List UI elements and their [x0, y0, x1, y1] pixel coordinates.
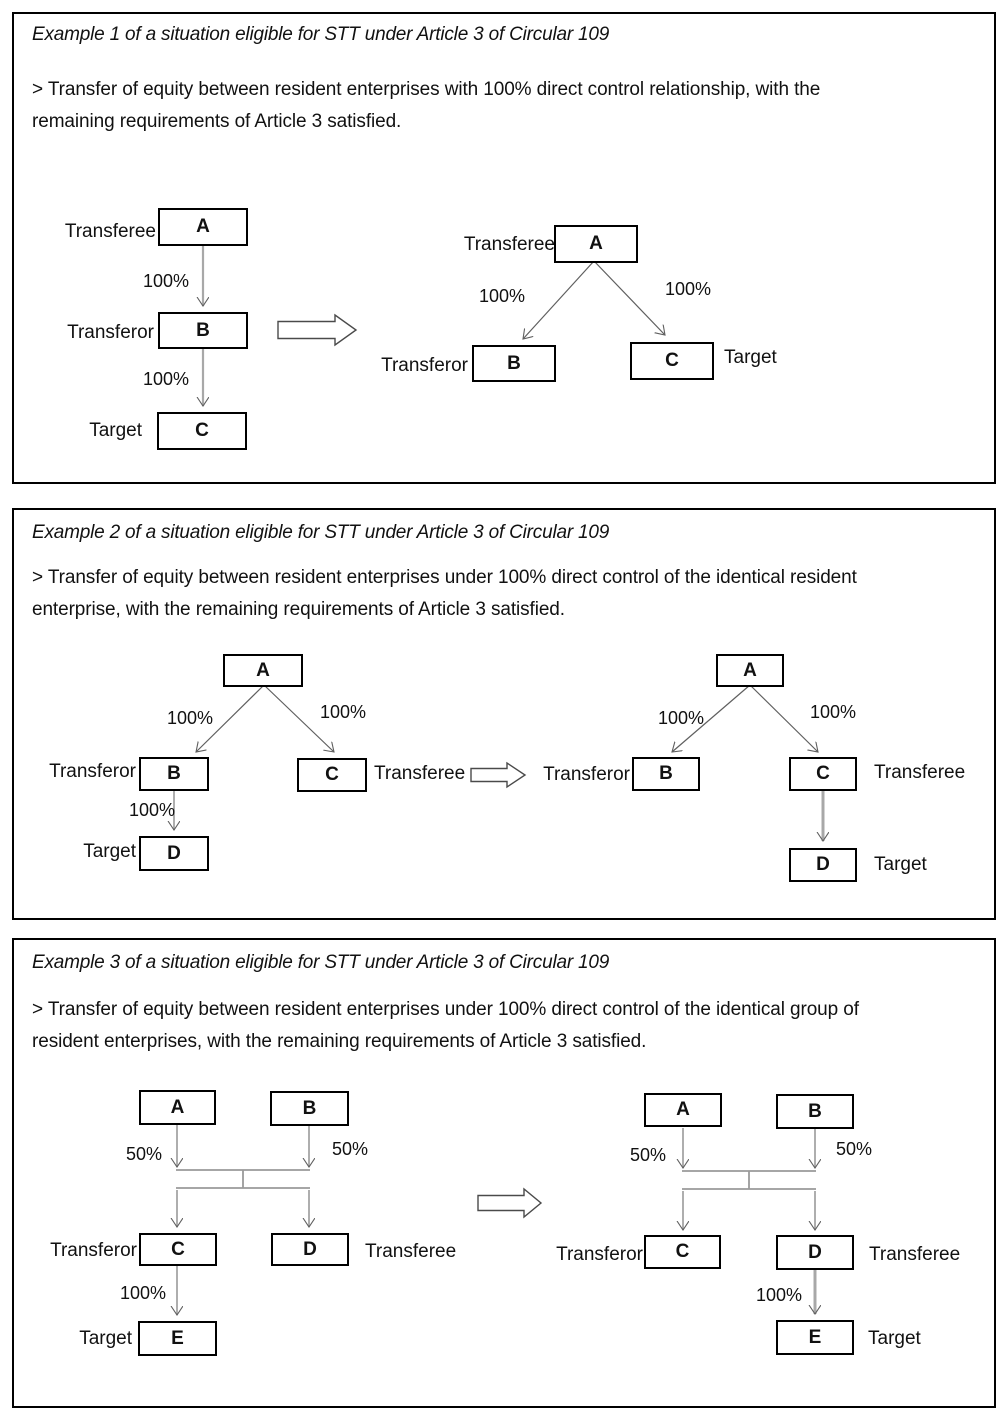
node-box-c: C — [789, 757, 857, 791]
role-label-transferor: Transferor — [381, 355, 468, 376]
example-1-panel: Example 1 of a situation eligible for ST… — [12, 12, 996, 484]
example-title: Example 1 of a situation eligible for ST… — [32, 24, 610, 45]
node-box-e: E — [776, 1320, 854, 1355]
role-label-transferee: Transferee — [463, 234, 555, 255]
example-3-panel: Example 3 of a situation eligible for ST… — [12, 938, 996, 1408]
node-box-d: D — [271, 1233, 349, 1266]
arrow-a-to-c-after — [593, 260, 665, 335]
role-label-target: Target — [89, 420, 142, 441]
node-box-d: D — [139, 836, 209, 871]
node-box-a: A — [158, 208, 248, 246]
role-label-transferor: Transferor — [49, 761, 136, 782]
node-box-b: B — [158, 312, 248, 349]
node-box-c: C — [139, 1233, 217, 1266]
arrow-a-to-b-after — [523, 260, 595, 339]
role-label-transferor: Transferor — [543, 764, 630, 785]
node-box-b: B — [139, 757, 209, 791]
ownership-pct-a-b: 100% — [657, 708, 705, 728]
example-title: Example 3 of a situation eligible for ST… — [32, 952, 610, 973]
role-label-transferor: Transferor — [50, 1240, 137, 1261]
role-label-transferee: Transferee — [365, 1241, 457, 1262]
role-label-target: Target — [79, 1328, 132, 1349]
transform-arrow-icon — [477, 1187, 543, 1219]
node-box-a: A — [644, 1093, 722, 1127]
node-box-a: A — [139, 1090, 216, 1125]
node-box-c: C — [297, 758, 367, 792]
node-box-c: C — [630, 342, 714, 380]
node-box-c: C — [644, 1235, 721, 1269]
role-label-target: Target — [868, 1328, 921, 1349]
role-label-transferee: Transferee — [64, 221, 156, 242]
node-box-a: A — [554, 225, 638, 263]
ownership-pct-a-b: 100% — [478, 286, 526, 306]
example-description: > Transfer of equity between resident en… — [32, 999, 859, 1052]
node-box-b: B — [472, 345, 556, 382]
node-box-a: A — [716, 654, 784, 687]
role-label-transferee: Transferee — [869, 1244, 961, 1265]
ownership-pct-c-e: 100% — [119, 1283, 167, 1303]
node-box-e: E — [138, 1321, 217, 1356]
example-description: > Transfer of equity between resident en… — [32, 79, 821, 132]
node-box-b: B — [632, 757, 700, 791]
node-box-b: B — [270, 1091, 349, 1126]
ownership-pct-a-b: 100% — [142, 271, 190, 291]
example-2-panel: Example 2 of a situation eligible for ST… — [12, 508, 996, 920]
role-label-transferor: Transferor — [67, 322, 154, 343]
ownership-pct-a: 50% — [629, 1145, 667, 1165]
node-box-c: C — [157, 412, 247, 450]
ownership-pct-a-b: 100% — [166, 708, 214, 728]
role-label-transferee: Transferee — [374, 763, 466, 784]
node-box-d: D — [789, 848, 857, 882]
ownership-pct-a-c: 100% — [664, 279, 712, 299]
role-label-target: Target — [83, 841, 136, 862]
role-label-transferee: Transferee — [874, 762, 966, 783]
node-box-d: D — [776, 1235, 854, 1270]
ownership-pct-b: 50% — [331, 1139, 369, 1159]
example-description: > Transfer of equity between resident en… — [32, 567, 857, 620]
ownership-pct-d-e: 100% — [755, 1285, 803, 1305]
ownership-pct-a-c: 100% — [809, 702, 857, 722]
role-label-target: Target — [724, 347, 777, 368]
ownership-pct-a: 50% — [125, 1144, 163, 1164]
transform-arrow-icon — [470, 761, 527, 789]
ownership-pct-b-c: 100% — [142, 369, 190, 389]
transform-arrow-icon — [277, 313, 358, 347]
role-label-target: Target — [874, 854, 927, 875]
ownership-pct-b: 50% — [835, 1139, 873, 1159]
example-title: Example 2 of a situation eligible for ST… — [32, 522, 610, 543]
ownership-pct-b-d: 100% — [128, 800, 176, 820]
node-box-a: A — [223, 654, 303, 687]
role-label-transferor: Transferor — [556, 1244, 643, 1265]
node-box-b: B — [776, 1094, 854, 1129]
ownership-pct-a-c: 100% — [319, 702, 367, 722]
